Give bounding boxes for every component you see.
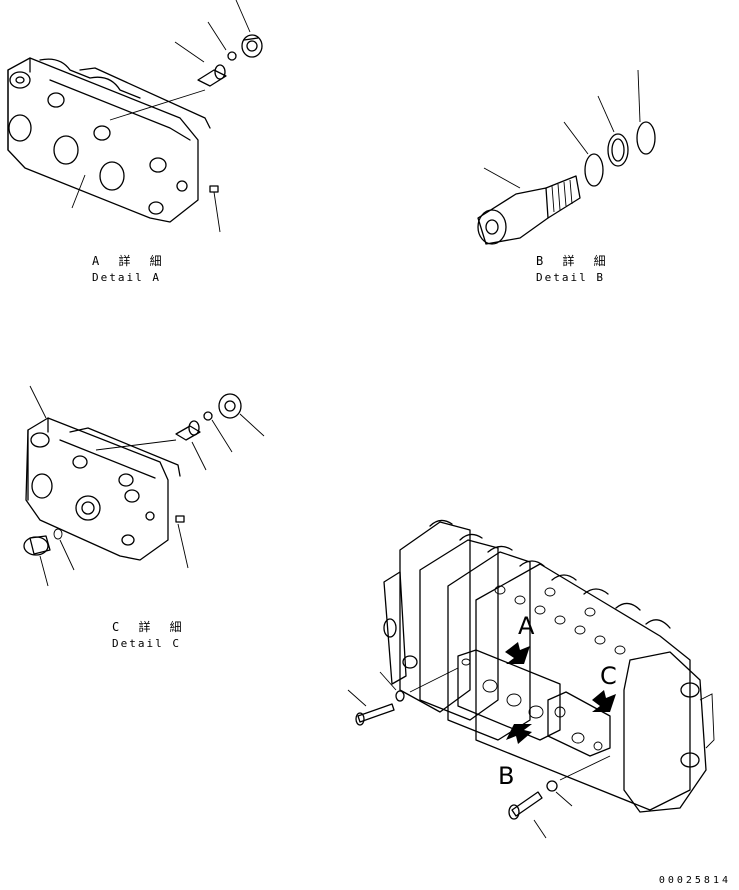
view-marker-b: B (498, 762, 515, 790)
view-marker-a: A (518, 612, 535, 640)
detail-b-title-en: Detail B (536, 271, 605, 284)
detail-a-title-en: Detail A (92, 271, 161, 284)
detail-c-assembly (23, 385, 265, 587)
detail-c-title-jp: C 詳 細 (112, 620, 188, 634)
main-control-valve (347, 519, 715, 839)
detail-a-assembly (7, 0, 263, 233)
detail-b-title-jp: B 詳 細 (536, 254, 612, 268)
drawing-number: 00025814 (658, 875, 731, 886)
detail-b-assembly (477, 69, 656, 245)
view-marker-c: C (600, 662, 617, 690)
detail-c-title-en: Detail C (112, 637, 181, 650)
detail-a-title-jp: A 詳 細 (92, 254, 168, 268)
